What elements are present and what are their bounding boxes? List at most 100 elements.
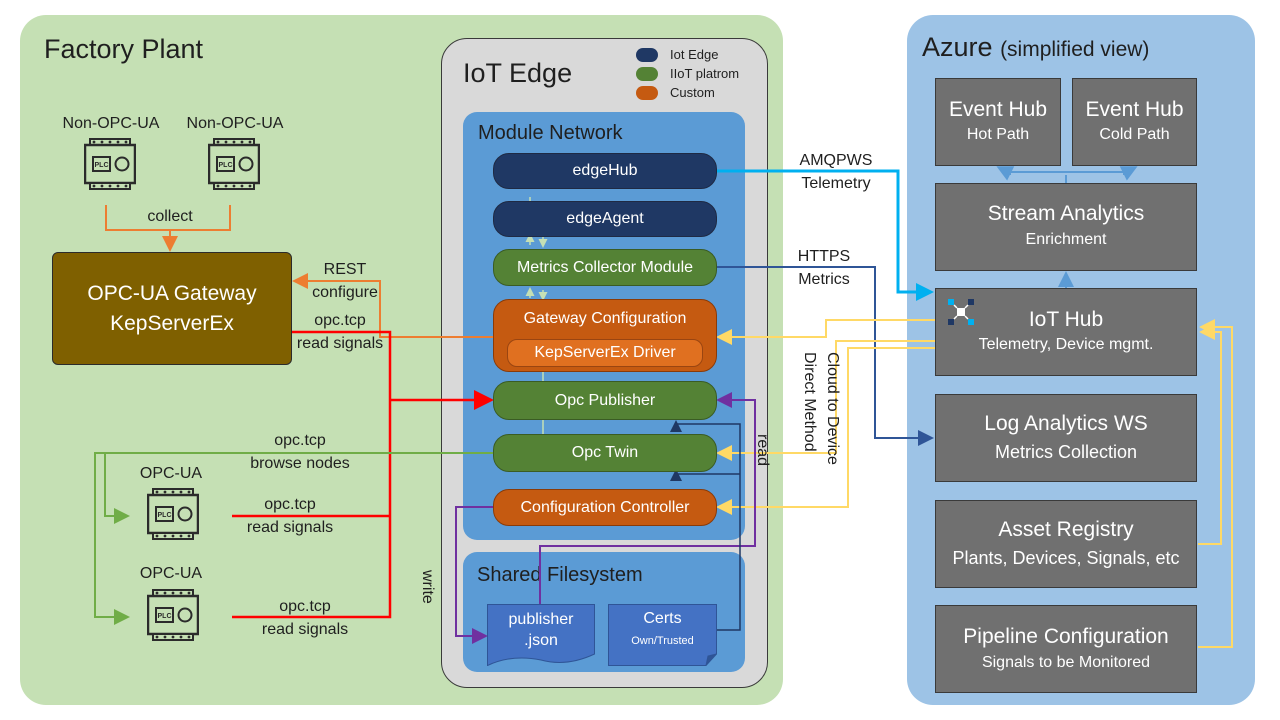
factory-plant-title: Factory Plant (44, 34, 204, 64)
cloud-to-device-connectors (716, 319, 1233, 648)
log-analytics-title: Log Analytics WS (984, 412, 1148, 435)
asset-registry-title: Asset Registry (998, 518, 1134, 541)
iot-hub-subtitle: Telemetry, Device mgmt. (978, 336, 1154, 353)
event-hub-hot-path[interactable]: Event Hub Hot Path (935, 78, 1061, 166)
opc-tcp-label: opc.tcp (274, 432, 326, 449)
legend-swatch-iot-edge (636, 48, 658, 62)
amqpws-telemetry-connector (716, 169, 934, 301)
opc-tcp-label: opc.tcp (279, 598, 331, 615)
svg-text:PLC: PLC (219, 162, 233, 169)
stream-analytics-title: Stream Analytics (987, 202, 1145, 225)
azure-title-sub: (simplified view) (1000, 38, 1150, 61)
opc-ua-label-1: OPC-UA (139, 465, 203, 482)
log-analytics-subtitle: Metrics Collection (994, 442, 1138, 462)
event-hub-cold-path[interactable]: Event Hub Cold Path (1072, 78, 1197, 166)
plc-opc-ua-1: PLC (146, 488, 200, 544)
https-metrics-connector (716, 266, 934, 446)
opc-publisher-module[interactable]: Opc Publisher (493, 381, 717, 420)
publisher-filename: publisher (508, 611, 574, 628)
direct-method-text: Direct Method (801, 352, 818, 452)
legend-swatch-iiot-platform (636, 67, 658, 81)
write-label: write (419, 570, 436, 604)
plc-non-opc-left: PLC (83, 138, 137, 194)
certs-subtitle: Own/Trusted (631, 635, 694, 647)
amqpws-label: AMQPWS (799, 152, 873, 169)
pipeline-configuration[interactable]: Pipeline Configuration Signals to be Mon… (935, 605, 1197, 693)
certs-read-connectors (670, 420, 741, 631)
https-metrics-label: HTTPS Metrics (778, 245, 870, 291)
opc-ua-1-read-signals-label: opc.tcp read signals (230, 493, 350, 539)
azure-title-main: Azure (922, 32, 993, 62)
legend: Iot Edge IIoT platrom Custom (636, 44, 766, 106)
metrics-collector-module[interactable]: Metrics Collector Module (493, 249, 717, 286)
event-hub-hot-subtitle: Hot Path (966, 126, 1030, 143)
kepserverex-driver[interactable]: KepServerEx Driver (507, 339, 703, 367)
iot-hub-title: IoT Hub (1028, 308, 1104, 331)
publisher-json-file[interactable]: publisher .json (487, 604, 595, 666)
edgeagent-module[interactable]: edgeAgent (493, 201, 717, 237)
non-opc-ua-label-right: Non-OPC-UA (186, 115, 284, 132)
gateway-configuration-title: Gateway Configuration (523, 310, 687, 327)
read-signals-label: read signals (296, 335, 384, 352)
opc-ua-label-2: OPC-UA (139, 565, 203, 582)
opc-twin-module[interactable]: Opc Twin (493, 434, 717, 472)
certs-title: Certs (643, 610, 682, 627)
plc-icon: PLC (83, 138, 137, 190)
legend-label-custom: Custom (670, 85, 715, 100)
asset-registry[interactable]: Asset Registry Plants, Devices, Signals,… (935, 500, 1197, 588)
gateway-configuration-module[interactable]: Gateway Configuration KepServerEx Driver (493, 299, 717, 372)
opc-ua-gateway[interactable]: OPC-UA Gateway KepServerEx (52, 252, 292, 365)
edgehub-module[interactable]: edgeHub (493, 153, 717, 189)
document-icon (487, 604, 595, 666)
read-signals-label: read signals (246, 519, 334, 536)
cloud-to-device-label: Cloud to Device Direct Method (798, 352, 844, 465)
rest-configure-label: REST configure (300, 258, 390, 304)
opc-ua-gateway-subtitle: KepServerEx (110, 311, 234, 335)
iot-hub[interactable]: IoT Hub Telemetry, Device mgmt. (935, 288, 1197, 376)
shared-filesystem-title: Shared Filesystem (477, 564, 643, 586)
module-network-title: Module Network (478, 122, 623, 144)
svg-text:PLC: PLC (158, 512, 172, 519)
svg-text:PLC: PLC (95, 162, 109, 169)
pipeline-configuration-title: Pipeline Configuration (963, 625, 1169, 648)
asset-registry-subtitle: Plants, Devices, Signals, etc (952, 548, 1180, 568)
iot-edge-title: IoT Edge (463, 58, 573, 88)
collect-connector (105, 205, 231, 252)
publisher-json-name: publisher .json (487, 609, 595, 651)
opc-ua-2-read-signals-label: opc.tcp read signals (245, 595, 365, 641)
plc-icon: PLC (146, 589, 200, 641)
event-hub-hot-title: Event Hub (948, 98, 1048, 121)
plc-icon: PLC (207, 138, 261, 190)
stream-analytics[interactable]: Stream Analytics Enrichment (935, 183, 1197, 271)
stream-analytics-subtitle: Enrichment (1025, 231, 1107, 248)
gateway-read-signals-label: opc.tcp read signals (290, 309, 390, 355)
log-analytics-ws[interactable]: Log Analytics WS Metrics Collection (935, 394, 1197, 482)
config-controller-connectors (455, 392, 756, 644)
read-label: read (754, 434, 771, 467)
legend-swatch-custom (636, 86, 658, 100)
browse-nodes-text: browse nodes (250, 455, 350, 472)
publisher-extension: .json (524, 632, 558, 649)
azure-internal-connectors (996, 166, 1138, 289)
browse-nodes-label: opc.tcp browse nodes (240, 429, 360, 475)
browse-nodes-connector (94, 452, 493, 625)
azure-title: Azure (simplified view) (922, 32, 1149, 63)
opc-tcp-label: opc.tcp (314, 312, 366, 329)
certs-file[interactable]: Certs Own/Trusted (608, 604, 717, 666)
svg-text:PLC: PLC (158, 613, 172, 620)
pipeline-configuration-subtitle: Signals to be Monitored (981, 654, 1151, 671)
amqpws-telemetry-label: AMQPWS Telemetry (778, 149, 894, 195)
read-signals-label: read signals (261, 621, 349, 638)
configure-label: configure (312, 284, 378, 301)
collect-label: collect (147, 208, 193, 225)
legend-label-iiot-platform: IIoT platrom (670, 66, 740, 81)
plc-non-opc-right: PLC (207, 138, 261, 194)
iot-hub-icon (948, 299, 974, 325)
opc-tcp-label: opc.tcp (264, 496, 316, 513)
event-hub-cold-title: Event Hub (1085, 98, 1184, 121)
configuration-controller-module[interactable]: Configuration Controller (493, 489, 717, 526)
rest-label: REST (323, 261, 367, 278)
telemetry-label: Telemetry (801, 175, 871, 192)
https-label: HTTPS (797, 248, 851, 265)
